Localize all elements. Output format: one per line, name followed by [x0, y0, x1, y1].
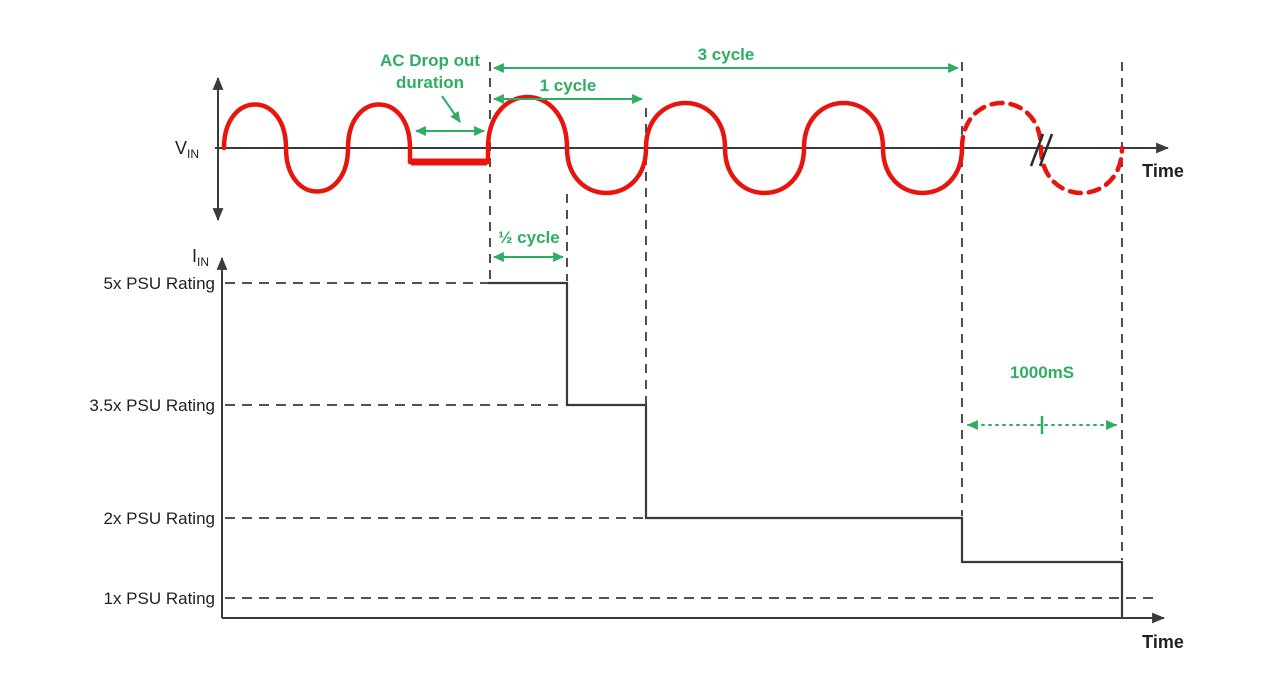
inrush-current-step-line: [488, 281, 1124, 618]
bottom-time-label: Time: [1142, 632, 1184, 652]
settle-time-label: 1000mS: [1010, 363, 1074, 382]
level-label-2x: 2x PSU Rating: [104, 509, 216, 528]
level-label-5x: 5x PSU Rating: [104, 274, 216, 293]
three-cycle-label: 3 cycle: [698, 45, 755, 64]
ac-waveform: [221, 94, 965, 196]
ac-waveform-dashed: [959, 100, 1125, 196]
top-time-label: Time: [1142, 161, 1184, 181]
dropout-label-line2: duration: [396, 73, 464, 92]
iin-axis-label: IIN: [192, 246, 209, 269]
dropout-label-line1: AC Drop out: [380, 51, 480, 70]
one-cycle-label: 1 cycle: [540, 76, 597, 95]
vin-axis-label: VIN: [175, 138, 199, 161]
dropout-pointer-arrow: [441, 95, 461, 123]
level-label-1x: 1x PSU Rating: [104, 589, 216, 608]
level-label-3p5x: 3.5x PSU Rating: [89, 396, 215, 415]
half-cycle-label: ½ cycle: [498, 228, 559, 247]
waveform-break-icon: [1029, 133, 1054, 167]
